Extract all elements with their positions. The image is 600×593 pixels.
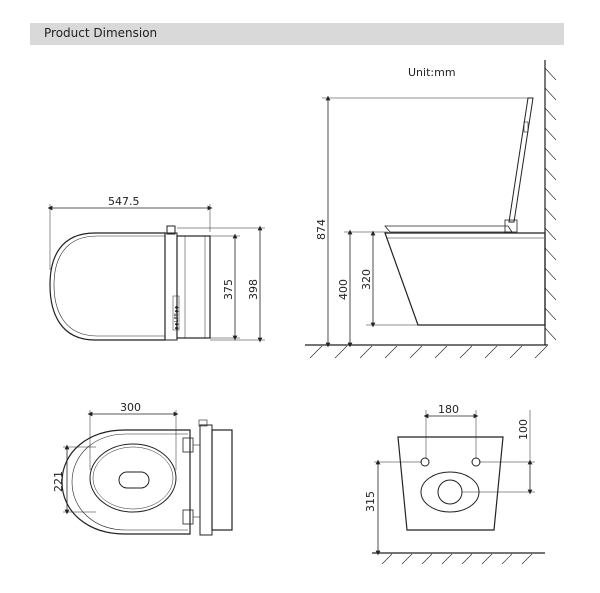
dim-top-depth: 221 — [52, 471, 65, 492]
dim-rear-spacing: 180 — [438, 403, 459, 416]
dim-front-height-outer: 398 — [247, 279, 260, 300]
side-view — [305, 60, 557, 359]
dim-rear-offset: 100 — [517, 419, 530, 440]
section-header: Product Dimension — [30, 23, 564, 45]
dim-top-width: 300 — [120, 401, 141, 414]
panel-label: ◆◆L88◆◆ — [174, 305, 180, 330]
rear-view — [372, 410, 545, 565]
dim-rear-height: 315 — [364, 491, 377, 512]
unit-label: Unit:mm — [408, 66, 456, 79]
dim-side-bowl: 320 — [360, 269, 373, 290]
top-view — [61, 410, 233, 536]
dim-side-seat: 400 — [337, 279, 350, 300]
front-view — [47, 204, 265, 343]
dim-front-height-inner: 375 — [222, 279, 235, 300]
dim-side-total: 874 — [315, 219, 328, 240]
section-title: Product Dimension — [44, 26, 158, 40]
dim-front-width: 547.5 — [108, 195, 140, 208]
